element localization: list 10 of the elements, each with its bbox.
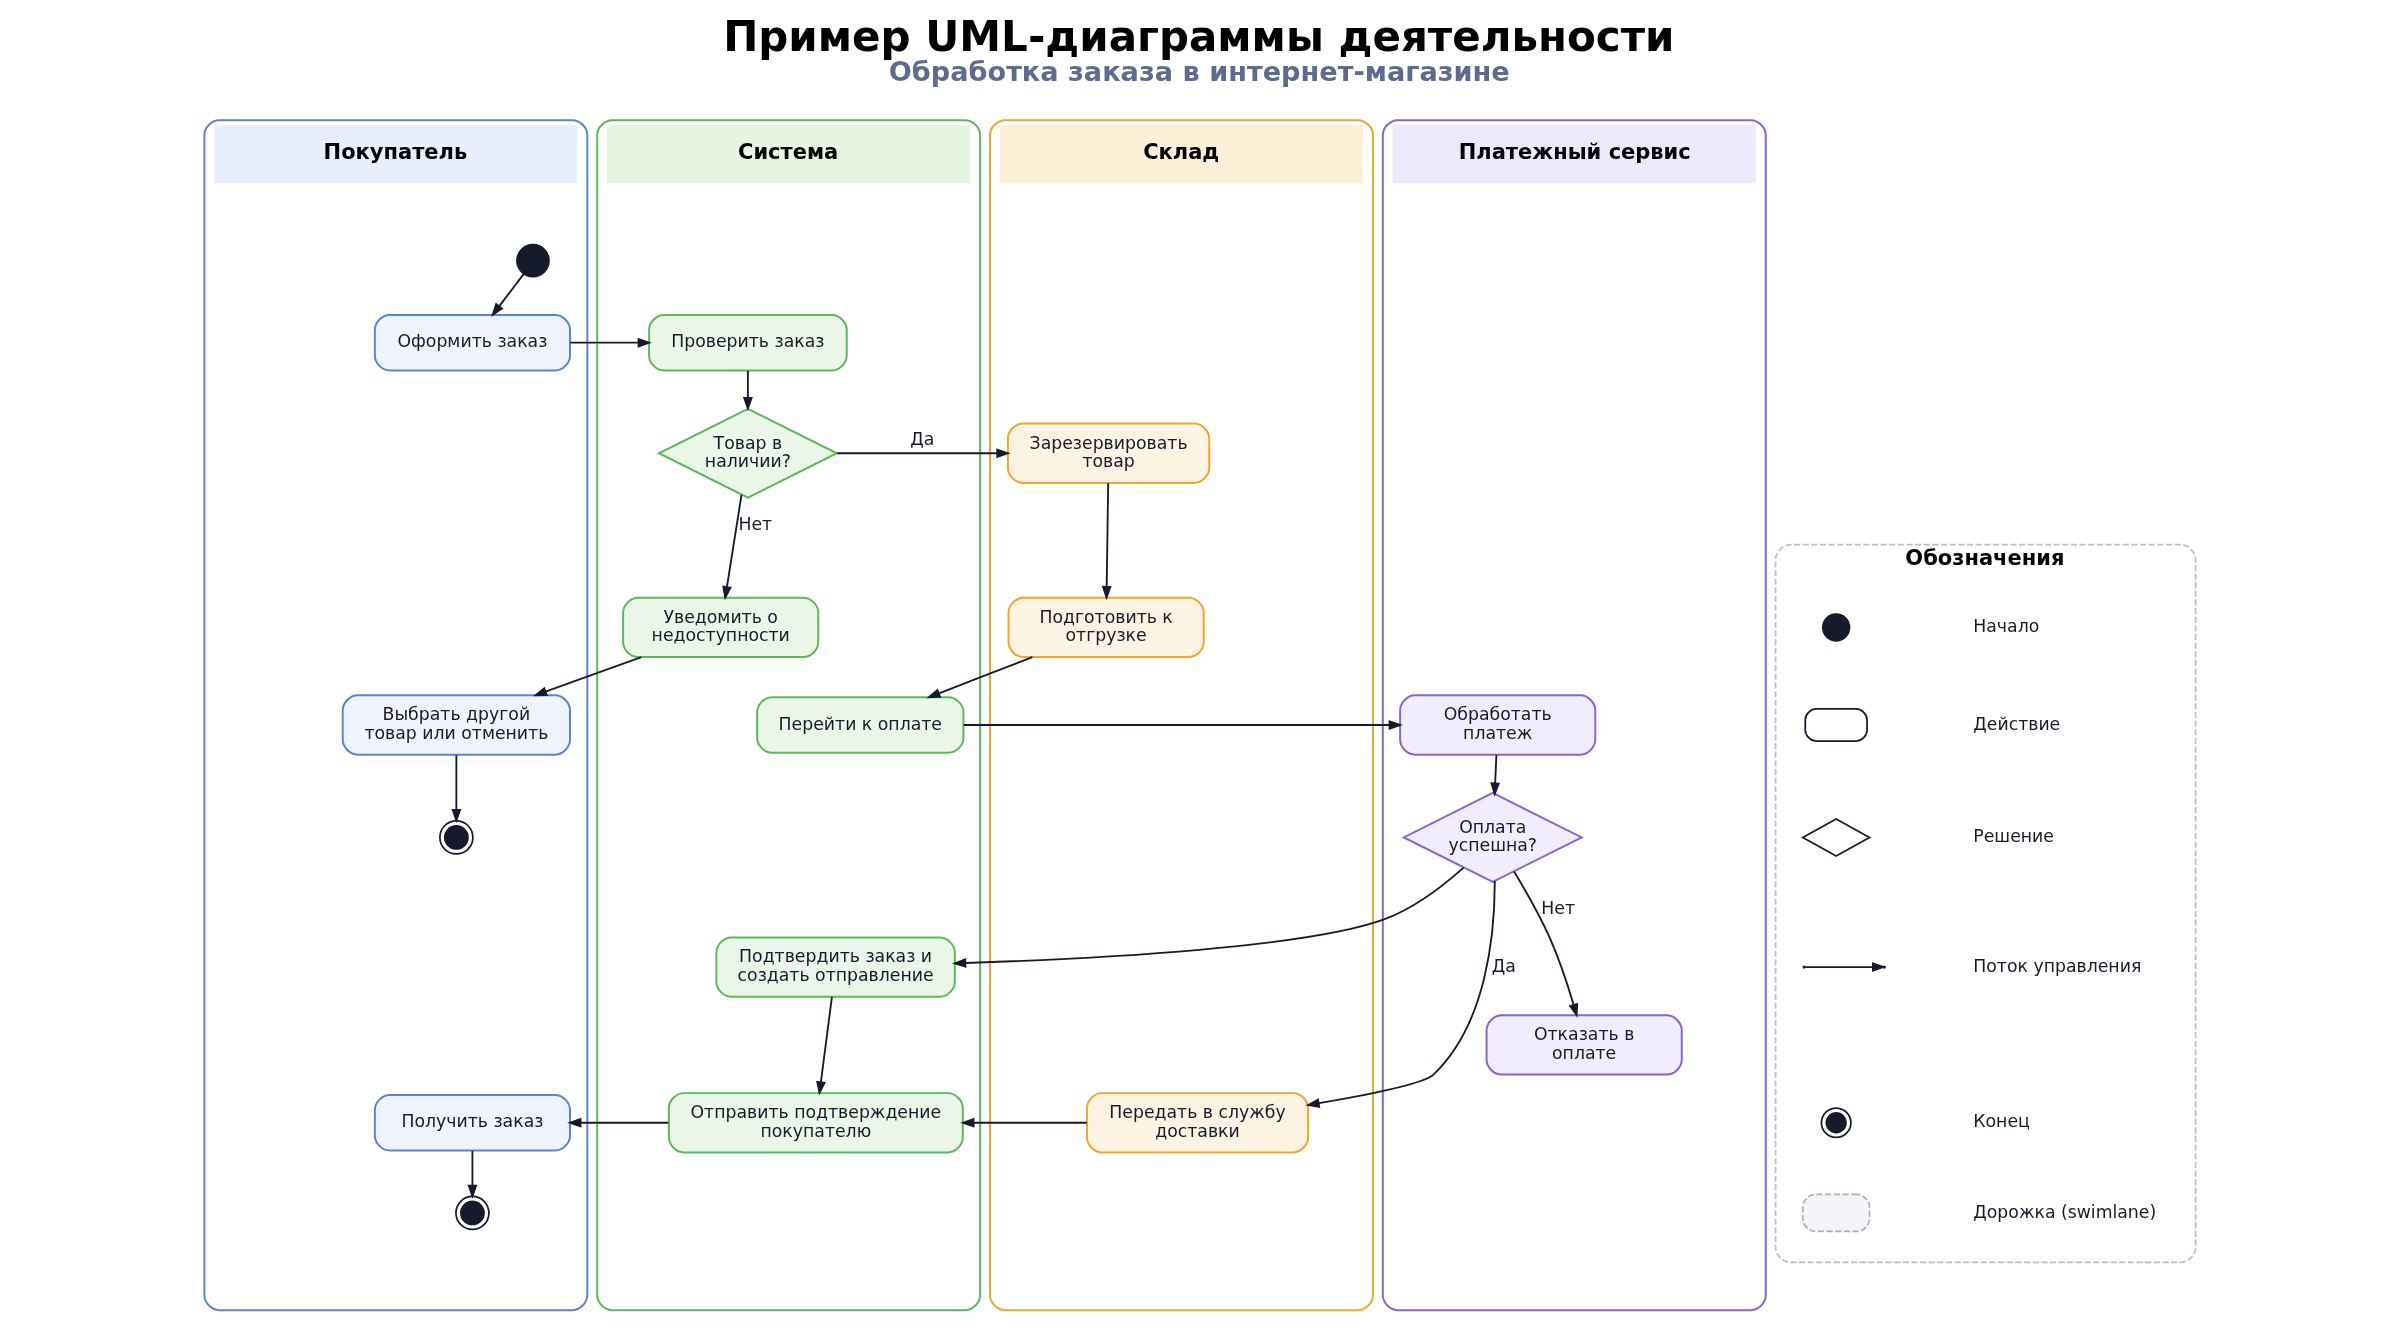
legend-label: Действие	[1973, 713, 2061, 734]
legend-label: Дорожка (swimlane)	[1973, 1201, 2157, 1222]
edge-label: Да	[1491, 955, 1516, 976]
legend-label: Конец	[1973, 1110, 2030, 1131]
edge-label: Нет	[738, 513, 773, 534]
legend-label: Решение	[1973, 825, 2054, 846]
edge-label: Нет	[1541, 897, 1576, 918]
legend-label: Поток управления	[1973, 955, 2142, 976]
edge-label: Да	[910, 428, 935, 449]
legend-label: Начало	[1973, 615, 2040, 636]
